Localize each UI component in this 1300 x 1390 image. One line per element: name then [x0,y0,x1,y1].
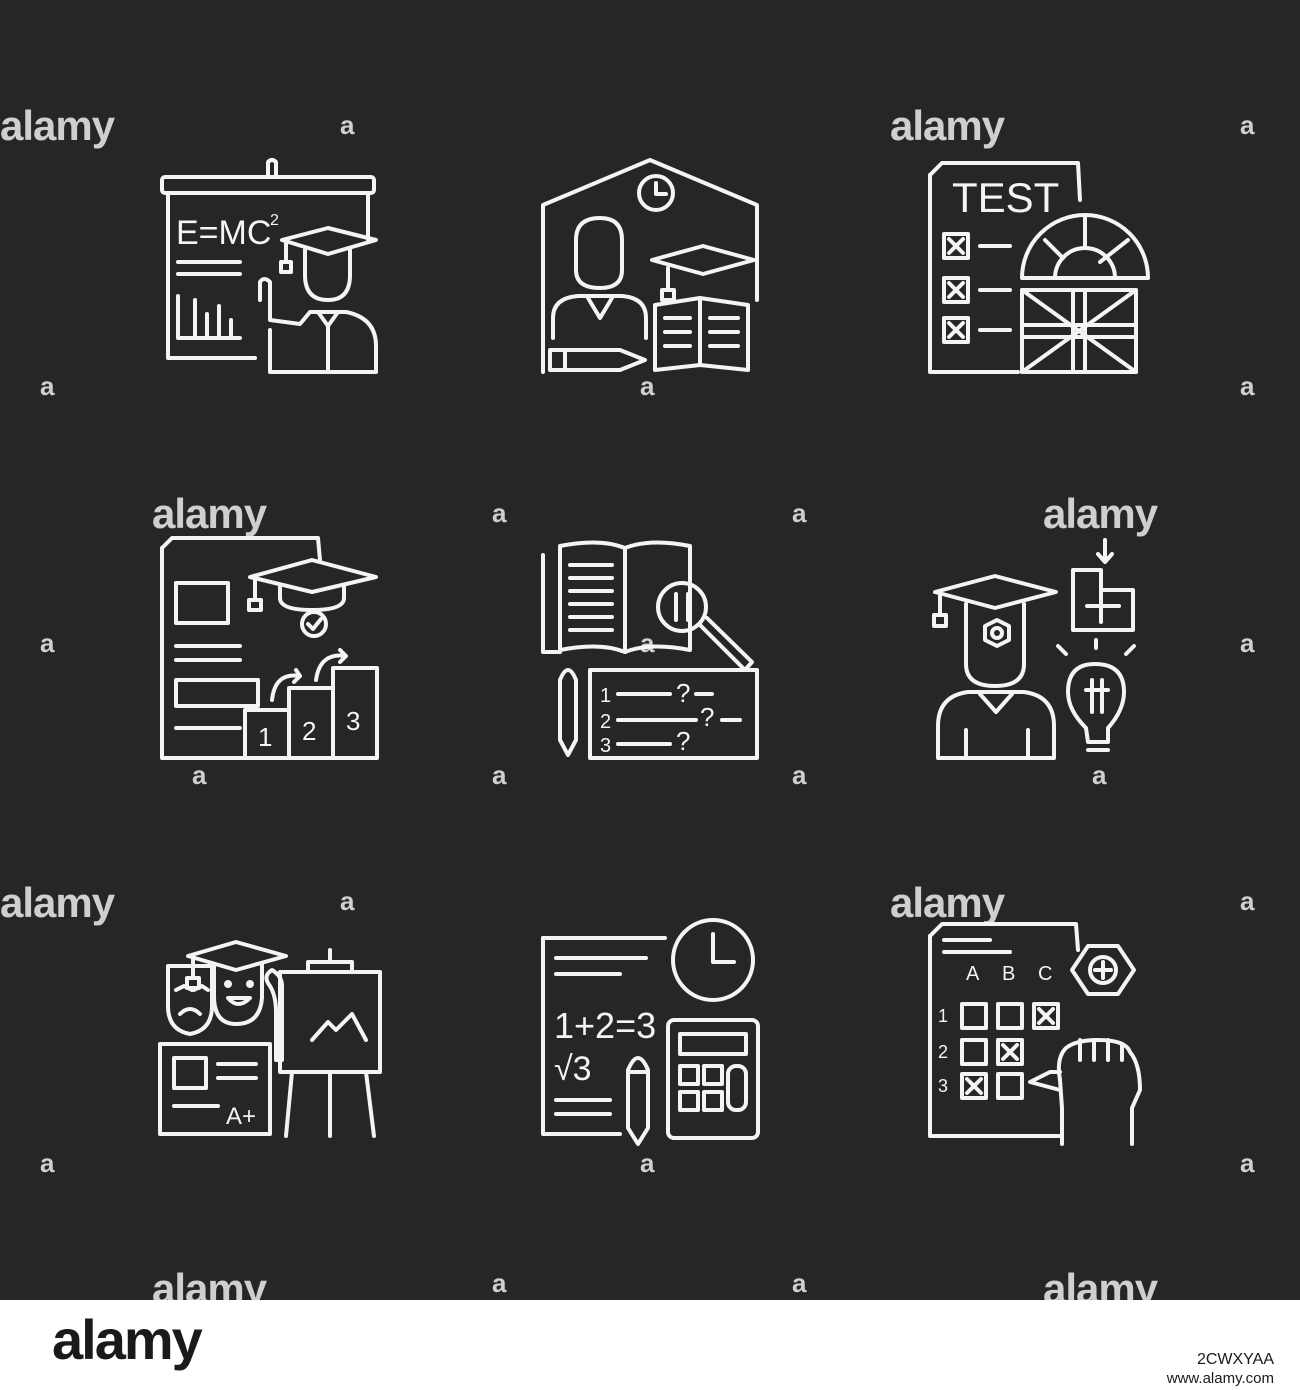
icon-set: E=MC 2 [158,158,1150,1146]
watermark-small: a [40,1148,55,1178]
english-test-icon: TEST [928,161,1150,374]
watermark-small: a [1240,371,1255,401]
podium-place-3: 3 [346,706,360,736]
quiz-number-3: 3 [600,735,611,757]
image-canvas: alamy alamy alamy alamy alamy alamy alam… [0,0,1300,1300]
sheet-row-1: 1 [938,1006,948,1026]
podium-place-1: 1 [258,722,272,752]
footer-bar [0,1300,1300,1390]
watermark-small: a [192,760,207,790]
sheet-column-a: A [966,963,980,985]
watermark-text: alamy [0,879,115,926]
watermark-small: a [492,498,507,528]
sheet-column-b: B [1002,963,1015,985]
watermark-text: alamy [0,102,115,149]
watermark-small: a [340,110,355,140]
sheet-row-3: 3 [938,1076,948,1096]
career-podium-icon: 1 2 3 [160,536,379,760]
watermark-small: a [640,371,655,401]
watermark-small: a [792,498,807,528]
quiz-mark-1: ? [676,678,690,708]
watermark-text: alamy [152,1265,267,1301]
watermark-small: a [792,760,807,790]
watermark-small: a [1240,886,1255,916]
art-grade-text: A+ [226,1103,256,1130]
watermark-small: a [1240,1148,1255,1178]
watermark-text: alamy [152,490,267,537]
formula-exponent: 2 [270,212,279,229]
watermark-small: a [1092,760,1107,790]
footer-image-id: 2CWXYAA [1196,1351,1274,1368]
watermark-small: a [640,1148,655,1178]
watermark-text: alamy [890,102,1005,149]
watermark-text: alamy [890,879,1005,926]
watermark-small: a [340,886,355,916]
footer-logo: alamy [52,1308,203,1371]
quiz-mark-2: ? [700,702,714,732]
quiz-number-2: 2 [600,711,611,733]
math-root: √3 [554,1050,592,1088]
sheet-column-c: C [1038,963,1052,985]
watermark-small: a [1240,110,1255,140]
watermark-text: alamy [1043,1265,1158,1301]
engineering-student-icon [932,538,1136,760]
science-lecture-icon: E=MC 2 [160,158,378,374]
quiz-number-1: 1 [600,685,611,707]
quiz-mark-3: ? [676,726,690,756]
watermark-small: a [40,371,55,401]
sheet-row-2: 2 [938,1042,948,1062]
watermark-small: a [492,760,507,790]
watermark-text: alamy [1043,490,1158,537]
test-title: TEST [952,174,1059,221]
watermark-small: a [40,628,55,658]
formula-text: E=MC [176,214,271,252]
footer-url: www.alamy.com [1166,1370,1274,1387]
watermark-small: a [640,628,655,658]
home-school-icon [541,158,759,374]
art-school-icon: A+ [158,940,382,1138]
watermark-small: a [792,1268,807,1298]
watermark-small: a [492,1268,507,1298]
math-icon: 1+2=3 √3 [541,918,760,1146]
watermark-small: a [1240,628,1255,658]
podium-place-2: 2 [302,716,316,746]
math-equation: 1+2=3 [554,1005,656,1046]
answer-sheet-icon: A B C 1 2 3 [928,922,1142,1146]
quiz-research-icon: 1 2 3 ? ? ? [541,540,759,760]
